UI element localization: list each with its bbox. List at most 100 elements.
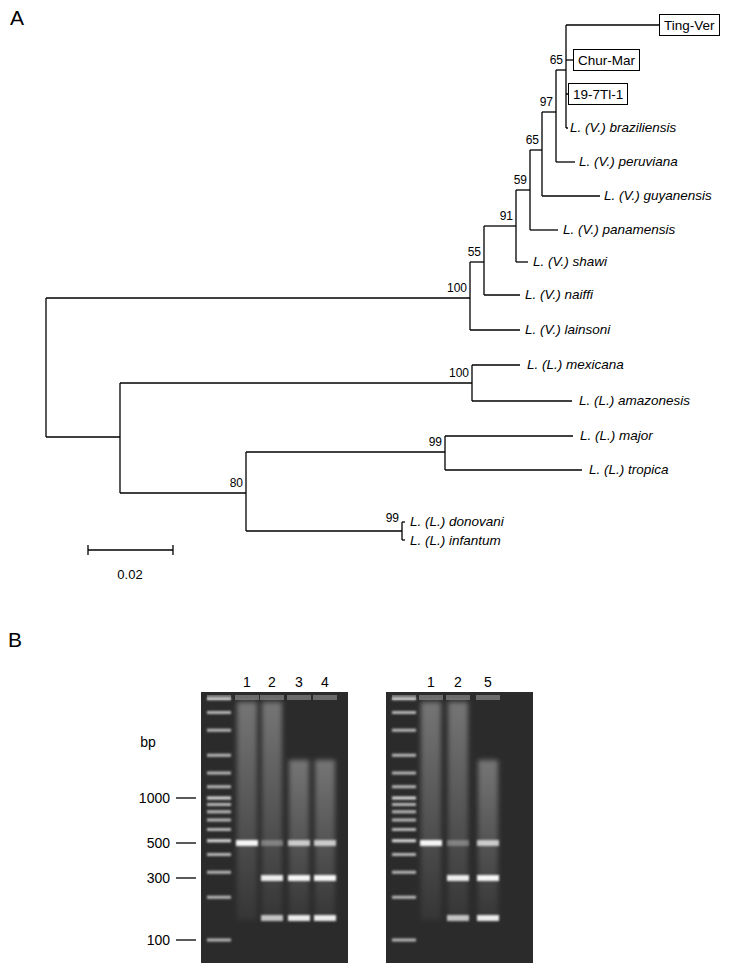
- branch-line: [46, 297, 470, 298]
- ladder-band: [392, 697, 416, 700]
- gel-background: [201, 692, 348, 963]
- species-name: L. (V.) naiffi: [525, 287, 593, 303]
- dna-smear: [315, 760, 335, 920]
- branch-line: [445, 435, 573, 436]
- dna-band: [314, 875, 336, 881]
- panel-letter: B: [8, 628, 22, 652]
- branch-line: [530, 149, 542, 150]
- branch-line: [541, 112, 542, 196]
- species-name: L. (V.) guyanensis: [604, 188, 712, 204]
- ladder-band: [392, 828, 416, 831]
- gel-well: [287, 695, 311, 700]
- gel-background: [386, 692, 533, 963]
- dna-smear: [478, 760, 498, 920]
- bootstrap-value: 100: [447, 282, 467, 296]
- dna-smear: [262, 702, 282, 920]
- dna-band: [420, 840, 442, 846]
- bootstrap-value: 65: [526, 134, 539, 148]
- isolate-box: 19-7Tl-1: [568, 83, 628, 105]
- bootstrap-value: 65: [550, 54, 563, 68]
- branch-line: [246, 530, 402, 531]
- ladder-band: [392, 771, 416, 774]
- branch-line: [566, 127, 568, 128]
- gel-label: 3: [295, 674, 303, 690]
- ladder-band: [207, 810, 231, 813]
- branch-line: [542, 195, 600, 196]
- branch-line: [530, 229, 558, 230]
- dna-band: [314, 840, 336, 846]
- gel-label: 1000: [139, 790, 170, 806]
- isolate-name: Ting-Ver: [664, 18, 715, 33]
- branch-line: [529, 150, 530, 230]
- bootstrap-value: 80: [230, 477, 243, 491]
- gel-label: 100: [147, 932, 170, 948]
- branch-line: [556, 161, 575, 162]
- isolate-name: Chur-Mar: [578, 53, 635, 68]
- scale-value: 0.02: [117, 568, 142, 583]
- panel-letter: A: [10, 6, 24, 30]
- species-name: L. (V.) shawi: [533, 254, 607, 270]
- species-name: L. (V.) peruviana: [579, 154, 678, 170]
- ladder-band: [207, 711, 231, 714]
- ladder-band: [207, 828, 231, 831]
- gel-image: [201, 692, 348, 963]
- isolate-name: 19-7Tl-1: [573, 87, 623, 102]
- ladder-band: [392, 754, 416, 757]
- branch-line: [470, 329, 520, 330]
- gel-label: 1: [243, 674, 251, 690]
- ladder-band: [207, 785, 231, 788]
- dna-band: [261, 915, 283, 921]
- dna-band: [314, 915, 336, 921]
- ladder-band: [392, 785, 416, 788]
- isolate-box: Chur-Mar: [573, 49, 640, 71]
- branch-line: [515, 190, 516, 262]
- bootstrap-value: 59: [514, 174, 527, 188]
- ladder-band: [207, 803, 231, 806]
- ladder-band: [207, 818, 231, 821]
- species-name: L. (L.) mexicana: [527, 357, 624, 373]
- dna-band: [288, 840, 310, 846]
- species-name: L. (L.) amazonesis: [579, 393, 690, 409]
- ladder-band: [392, 839, 416, 842]
- branch-line: [566, 24, 659, 25]
- branch-line: [176, 877, 196, 878]
- dna-band: [261, 840, 283, 846]
- ladder-band: [392, 871, 416, 874]
- ladder-band: [207, 754, 231, 757]
- gel-well: [392, 695, 416, 700]
- branch-line: [402, 521, 405, 522]
- branch-line: [555, 70, 556, 162]
- branch-line: [542, 111, 556, 112]
- branch-line: [246, 451, 445, 452]
- dna-band: [447, 840, 469, 846]
- branch-line: [120, 492, 246, 493]
- dna-band: [447, 875, 469, 881]
- gel-well: [419, 695, 443, 700]
- ladder-band: [392, 729, 416, 732]
- branch-line: [472, 400, 572, 401]
- dna-band: [288, 875, 310, 881]
- dna-band: [477, 875, 499, 881]
- branch-line: [471, 365, 472, 401]
- gel-label: 2: [268, 674, 276, 690]
- bootstrap-value: 97: [540, 96, 553, 110]
- gel-well: [476, 695, 500, 700]
- bootstrap-value: 91: [500, 210, 513, 224]
- branch-line: [566, 59, 573, 60]
- branch-line: [176, 797, 196, 798]
- ladder-band: [392, 818, 416, 821]
- bootstrap-value: 55: [468, 246, 481, 260]
- ladder-band: [207, 697, 231, 700]
- dna-smear: [237, 702, 257, 920]
- dna-band: [477, 915, 499, 921]
- branch-line: [565, 25, 566, 128]
- dna-band: [447, 915, 469, 921]
- branch-line: [445, 469, 582, 470]
- ladder-band: [392, 711, 416, 714]
- tree-branches: [46, 25, 659, 940]
- ladder-band: [207, 896, 231, 899]
- ladder-band: [207, 853, 231, 856]
- gel-well: [260, 695, 284, 700]
- ladder-band: [207, 839, 231, 842]
